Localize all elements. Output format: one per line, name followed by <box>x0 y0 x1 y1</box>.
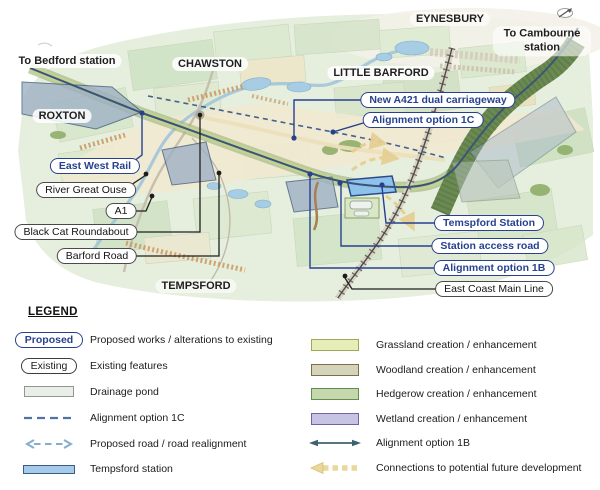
drainage-pond-swatch <box>24 386 74 398</box>
legend-row-proposed: Proposed Proposed works / alterations to… <box>14 327 273 353</box>
woodland-swatch <box>311 363 359 376</box>
callout-alignment-1b: Alignment option 1B <box>433 260 555 276</box>
lakes <box>206 40 430 209</box>
callout-barford-road: Barford Road <box>56 248 138 264</box>
legend-row-grassland: Grassland creation / enhancement <box>306 333 581 358</box>
callout-east-west-rail: East West Rail <box>49 158 141 174</box>
callout-east-coast-main-line: East Coast Main Line <box>435 281 553 297</box>
existing-pill-swatch: Existing <box>20 357 78 374</box>
callout-new-a421: New A421 dual carriageway <box>360 92 516 108</box>
settlements <box>79 48 521 273</box>
leader-dots <box>139 110 385 279</box>
legend-row-hedgerow: Hedgerow creation / enhancement <box>306 382 581 407</box>
legend-left-column: Proposed Proposed works / alterations to… <box>14 327 273 482</box>
drainage-pond-shape <box>349 200 373 210</box>
grassland-swatch <box>311 339 359 352</box>
place-label-roxton: ROXTON <box>32 109 92 123</box>
callout-black-cat-roundabout: Black Cat Roundabout <box>14 224 138 240</box>
alignment-1c-line <box>147 95 447 159</box>
legend-right-column: Grassland creation / enhancement Woodlan… <box>306 333 581 480</box>
legend-row-future-connections: Connections to potential future developm… <box>306 456 581 481</box>
future-connection-arrows <box>351 131 415 232</box>
legend-row-tempsford-station: Tempsford station <box>20 456 273 482</box>
alignment-1b-swatch <box>309 440 361 447</box>
alignment-1b-line <box>29 27 579 189</box>
legend-row-woodland: Woodland creation / enhancement <box>306 358 581 383</box>
place-label-to-bedford: To Bedford station <box>12 54 122 68</box>
leader-lines-existing <box>127 117 443 290</box>
future-connections-swatch <box>310 461 357 474</box>
legend-row-alignment-1b: Alignment option 1B <box>306 431 581 456</box>
wetland-swatch <box>311 412 359 425</box>
legend-title: LEGEND <box>28 306 78 318</box>
legend-row-existing: Existing Existing features <box>20 353 273 379</box>
callout-station-access-road: Station access road <box>431 238 549 254</box>
legend-row-wetland: Wetland creation / enhancement <box>306 407 581 432</box>
callout-alignment-1c: Alignment option 1C <box>362 112 484 128</box>
proposed-road-swatch <box>24 438 74 449</box>
tempsford-station-swatch <box>23 464 75 474</box>
hedgerow-swatch <box>311 388 359 401</box>
place-label-chawston: CHAWSTON <box>172 57 248 71</box>
legend-row-drainage-pond: Drainage pond <box>20 379 273 405</box>
legend-row-alignment-1c: Alignment option 1C <box>20 405 273 431</box>
place-label-little-barford: LITTLE BARFORD <box>327 66 435 80</box>
proposed-pill-swatch: Proposed <box>14 331 84 348</box>
legend-row-proposed-road: Proposed road / road realignment <box>20 431 273 457</box>
station-access-road-line <box>312 181 320 231</box>
callout-tempsford-station: Temspford Station <box>434 215 544 231</box>
alignment-1c-swatch <box>24 416 74 419</box>
place-label-eynesbury: EYNESBURY <box>409 12 491 26</box>
callout-a1: A1 <box>105 203 137 219</box>
place-label-tempsford: TEMPSFORD <box>155 279 237 293</box>
place-label-to-cambourne: To Cambourne station <box>493 26 591 56</box>
north-arrow-icon <box>557 8 573 18</box>
callout-river-great-ouse: River Great Ouse <box>36 182 136 198</box>
